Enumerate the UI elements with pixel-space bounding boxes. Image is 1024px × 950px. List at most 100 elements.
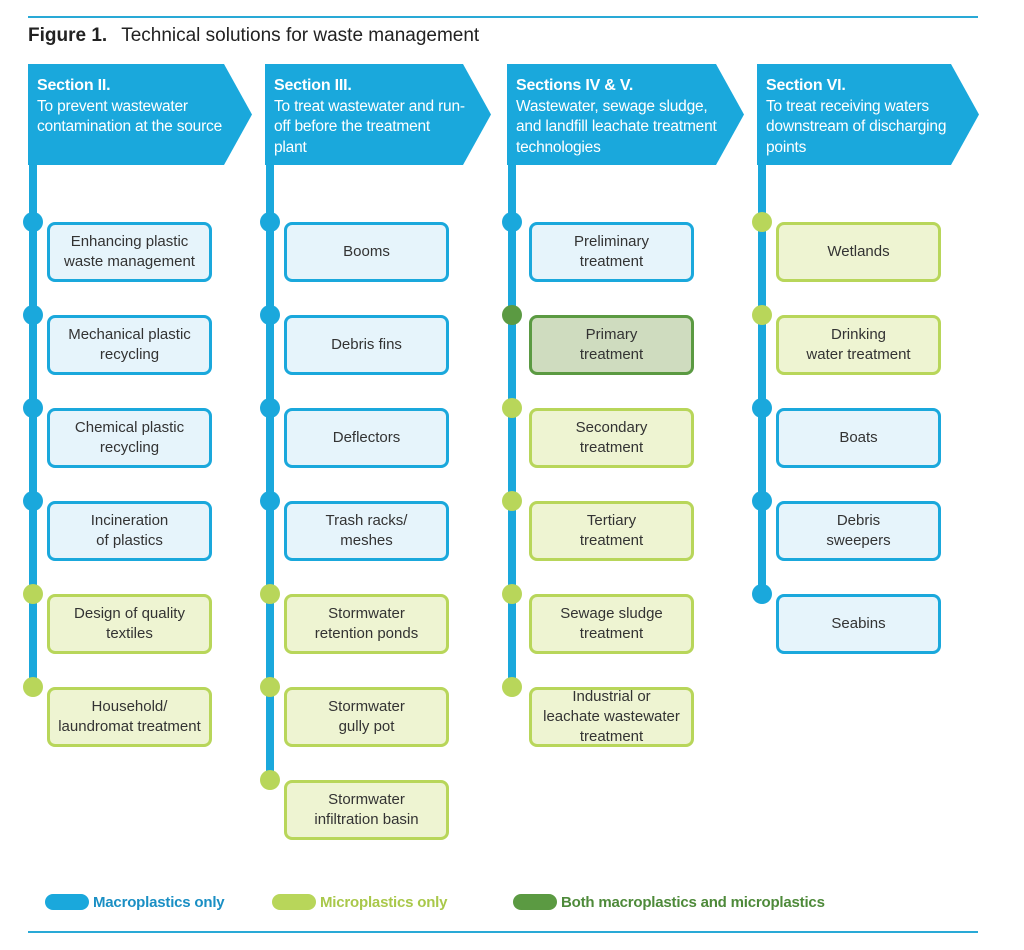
figure-title: Figure 1. Technical solutions for waste m… <box>28 25 479 47</box>
section-description: To prevent wastewater contamination at t… <box>37 97 223 136</box>
solution-label: Stormwater retention ponds <box>314 605 419 642</box>
section-vi-header: Section VI. To treat receiving waters dow… <box>757 64 979 165</box>
legend-label: Microplastics only <box>320 893 448 911</box>
connector-dot <box>502 305 522 325</box>
legend-label: Macroplastics only <box>93 893 225 911</box>
connector-dot <box>23 491 43 511</box>
solution-box: Trash racks/ meshes <box>284 501 449 561</box>
section-ii-header: Section II. To prevent wastewater contami… <box>28 64 252 165</box>
section-ii-spine <box>29 160 37 691</box>
solution-box: Secondary treatment <box>529 408 694 468</box>
connector-dot <box>502 491 522 511</box>
legend-swatch <box>513 894 557 910</box>
solution-box: Tertiary treatment <box>529 501 694 561</box>
solution-box: Debris sweepers <box>776 501 941 561</box>
legend-swatch <box>45 894 89 910</box>
connector-dot <box>23 398 43 418</box>
solution-label: Chemical plastic recycling <box>74 419 185 456</box>
solution-label: Primary treatment <box>579 326 644 363</box>
solution-label: Mechanical plastic recycling <box>68 326 191 363</box>
connector-dot <box>260 212 280 232</box>
figure-title-text: Technical solutions for waste management <box>121 25 480 46</box>
solution-label: Stormwater infiltration basin <box>314 791 419 828</box>
connector-dot <box>23 677 43 697</box>
connector-dot <box>260 584 280 604</box>
solution-box: Industrial or leachate wastewater treatm… <box>529 687 694 747</box>
connector-dot <box>752 584 772 604</box>
header-chevron-shape <box>28 64 252 165</box>
connector-dot <box>752 398 772 418</box>
section-description: To treat wastewater and run-off before t… <box>274 97 465 156</box>
solution-label: Enhancing plastic waste management <box>64 233 195 270</box>
solution-label: Wetlands <box>827 243 890 260</box>
header-text: Section III. To treat wastewater and run-… <box>274 76 466 158</box>
solution-box: Wetlands <box>776 222 941 282</box>
connector-dot <box>752 212 772 232</box>
connector-dot <box>502 584 522 604</box>
solution-label: Sewage sludge treatment <box>560 605 663 642</box>
connector-dot <box>502 212 522 232</box>
solution-box: Booms <box>284 222 449 282</box>
solution-label: Drinking water treatment <box>806 326 911 363</box>
section-title: Section VI. <box>766 77 846 94</box>
connector-dot <box>23 212 43 232</box>
solution-box: Stormwater retention ponds <box>284 594 449 654</box>
solution-box: Household/ laundromat treatment <box>47 687 212 747</box>
header-chevron-shape <box>265 64 491 165</box>
solution-label: Boats <box>839 429 878 446</box>
section-title: Section III. <box>274 77 352 94</box>
connector-dot <box>260 491 280 511</box>
legend-item-macro: Macroplastics only <box>45 892 225 912</box>
connector-dot <box>23 305 43 325</box>
solution-label: Seabins <box>831 615 886 632</box>
solution-box: Drinking water treatment <box>776 315 941 375</box>
section-description: Wastewater, sewage sludge, and landfill … <box>516 97 717 156</box>
sections-iv-v-header: Sections IV & V. Wastewater, sewage sludg… <box>507 64 744 165</box>
section-title: Section II. <box>37 77 111 94</box>
header-chevron-shape <box>507 64 744 165</box>
header-text: Section VI. To treat receiving waters dow… <box>766 76 954 158</box>
header-text: Sections IV & V. Wastewater, sewage sludg… <box>516 76 719 158</box>
solution-box: Preliminary treatment <box>529 222 694 282</box>
connector-dot <box>752 491 772 511</box>
header-chevron-shape <box>757 64 979 165</box>
solution-label: Stormwater gully pot <box>328 698 405 735</box>
solution-box: Deflectors <box>284 408 449 468</box>
section-vi-spine <box>758 160 766 598</box>
section-description: To treat receiving waters downstream of … <box>766 97 947 156</box>
solution-box: Sewage sludge treatment <box>529 594 694 654</box>
solution-label: Debris fins <box>331 336 402 353</box>
legend-item-micro: Microplastics only <box>272 892 447 912</box>
sections-iv-v-spine <box>508 160 516 691</box>
solution-label: Industrial or leachate wastewater treatm… <box>543 688 680 745</box>
figure-label: Figure 1. <box>28 25 108 46</box>
connector-dot <box>502 677 522 697</box>
connector-dot <box>260 305 280 325</box>
solution-label: Deflectors <box>332 429 401 446</box>
legend-swatch <box>272 894 316 910</box>
solution-box: Boats <box>776 408 941 468</box>
solution-label: Trash racks/ meshes <box>325 512 408 549</box>
solution-box: Debris fins <box>284 315 449 375</box>
connector-dot <box>260 398 280 418</box>
section-iii-spine <box>266 160 274 784</box>
bottom-rule <box>28 931 978 933</box>
solution-label: Secondary treatment <box>575 419 648 456</box>
solution-box: Incineration of plastics <box>47 501 212 561</box>
solution-label: Design of quality textiles <box>74 605 185 642</box>
connector-dot <box>502 398 522 418</box>
connector-dot <box>260 770 280 790</box>
connector-dot <box>752 305 772 325</box>
solution-box: Seabins <box>776 594 941 654</box>
section-title: Sections IV & V. <box>516 77 634 94</box>
connector-dot <box>23 584 43 604</box>
solution-label: Household/ laundromat treatment <box>58 698 201 735</box>
solution-box: Stormwater infiltration basin <box>284 780 449 840</box>
legend-item-both: Both macroplastics and microplastics <box>513 892 825 912</box>
solution-label: Tertiary treatment <box>579 512 644 549</box>
legend-label: Both macroplastics and microplastics <box>561 893 825 911</box>
solution-box: Chemical plastic recycling <box>47 408 212 468</box>
solution-label: Debris sweepers <box>826 512 891 549</box>
solution-label: Preliminary treatment <box>573 233 649 270</box>
solution-box: Stormwater gully pot <box>284 687 449 747</box>
